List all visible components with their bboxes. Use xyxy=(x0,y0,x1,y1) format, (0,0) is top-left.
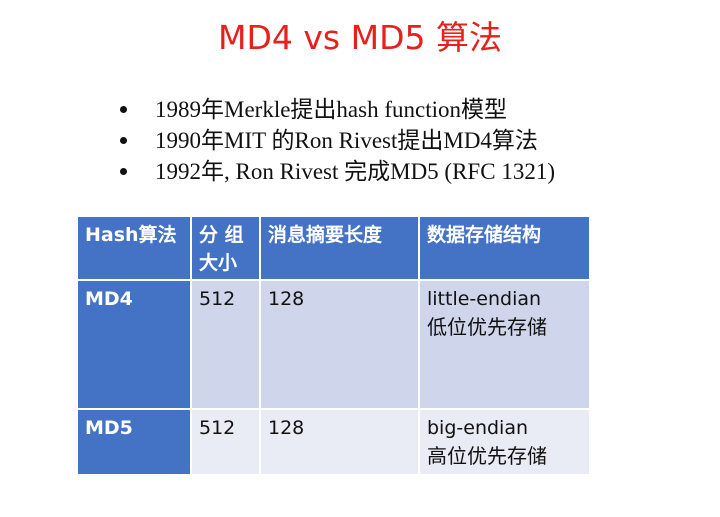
cell-storage-structure: little-endian 低位优先存储 xyxy=(418,279,591,410)
storage-en: big-endian xyxy=(427,417,529,439)
header-hash-algorithm: Hash算法 xyxy=(76,215,192,281)
table-row: MD4 512 128 little-endian 低位优先存储 xyxy=(76,279,591,410)
row-name-md4: MD4 xyxy=(76,279,192,410)
header-block-size: 分 组 大小 xyxy=(190,215,261,281)
bullet-text: 1989年Merkle提出hash function模型 xyxy=(155,97,507,122)
row-name-md5: MD5 xyxy=(76,408,192,476)
table-row: MD5 512 128 big-endian 高位优先存储 xyxy=(76,408,591,476)
cell-storage-structure: big-endian 高位优先存储 xyxy=(418,408,591,476)
header-storage-structure: 数据存储结构 xyxy=(418,215,591,281)
cell-block-size: 512 xyxy=(190,408,261,476)
storage-en: little-endian xyxy=(427,288,542,310)
table-header-row: Hash算法 分 组 大小 消息摘要长度 数据存储结构 xyxy=(76,215,591,281)
bullet-dot-icon xyxy=(120,106,127,113)
bullet-dot-icon xyxy=(120,168,127,175)
slide-title: MD4 vs MD5 算法 xyxy=(218,18,502,57)
bullet-item: 1989年Merkle提出hash function模型 xyxy=(112,94,555,125)
bullet-text: 1990年MIT 的Ron Rivest提出MD4算法 xyxy=(155,128,538,153)
storage-zh: 高位优先存储 xyxy=(427,444,547,468)
storage-zh: 低位优先存储 xyxy=(427,315,547,339)
bullet-item: 1992年, Ron Rivest 完成MD5 (RFC 1321) xyxy=(112,156,555,187)
cell-block-size: 512 xyxy=(190,279,261,410)
bullet-list: 1989年Merkle提出hash function模型 1990年MIT 的R… xyxy=(112,94,555,187)
hash-comparison-table: Hash算法 分 组 大小 消息摘要长度 数据存储结构 MD4 512 128 … xyxy=(76,215,591,476)
cell-digest-length: 128 xyxy=(259,279,420,410)
header-digest-length: 消息摘要长度 xyxy=(259,215,420,281)
bullet-dot-icon xyxy=(120,137,127,144)
cell-digest-length: 128 xyxy=(259,408,420,476)
bullet-text: 1992年, Ron Rivest 完成MD5 (RFC 1321) xyxy=(155,159,555,184)
bullet-item: 1990年MIT 的Ron Rivest提出MD4算法 xyxy=(112,125,555,156)
